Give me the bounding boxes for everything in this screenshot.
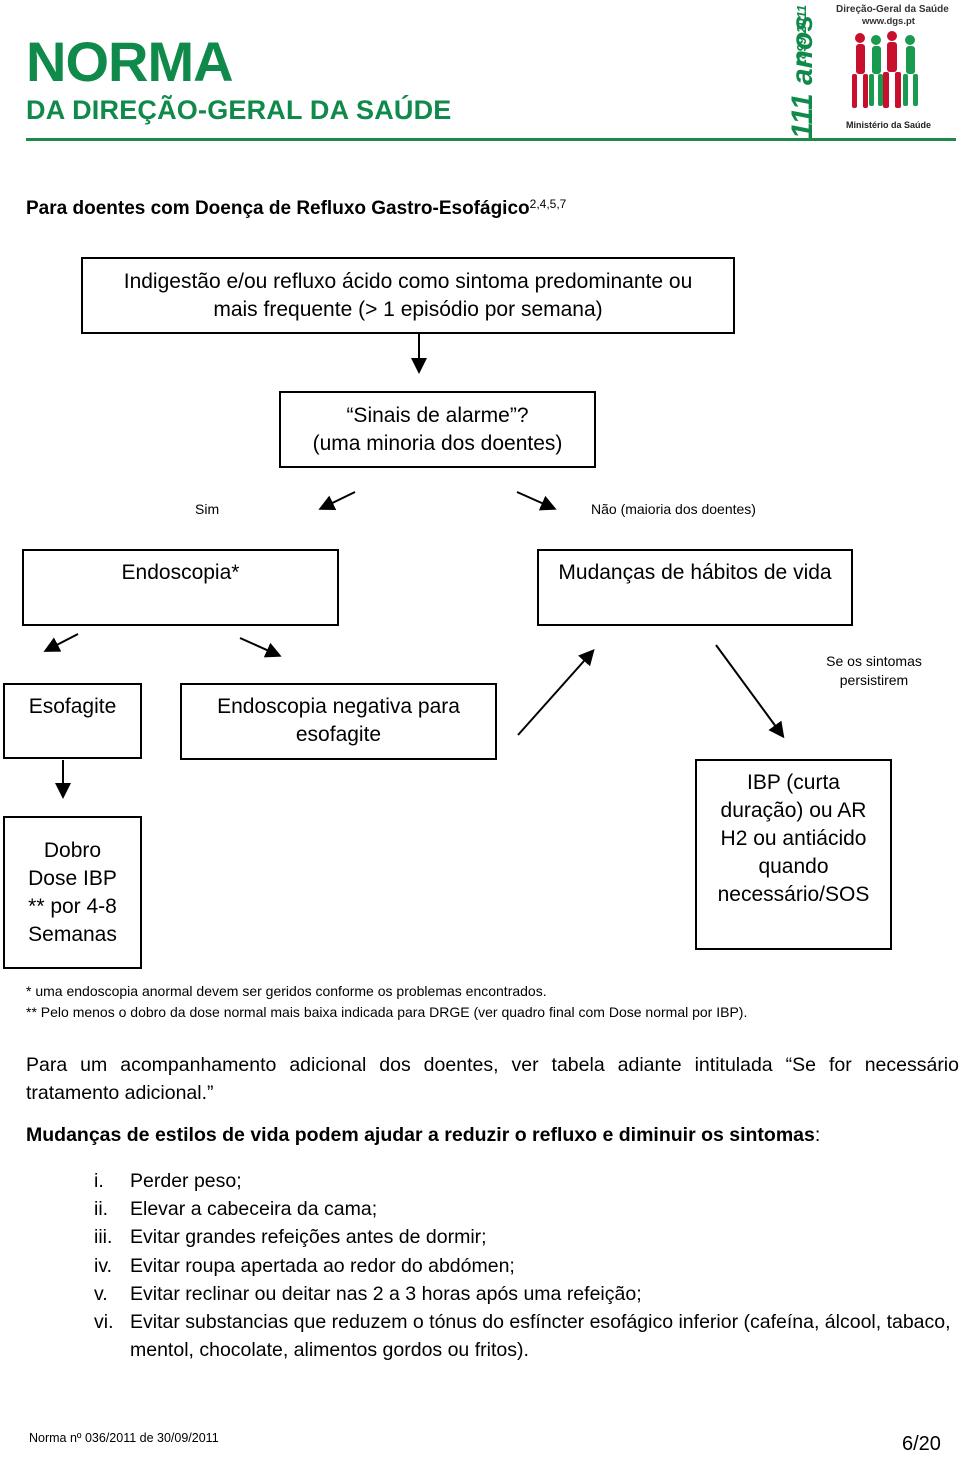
persist-label: Se os sintomas persistirem [814,652,934,690]
lifestyle-lead-text: Mudanças de estilos de vida podem ajudar… [26,1124,815,1146]
persist-line-2: persistirem [839,672,909,688]
norma-title: NORMA [26,30,234,93]
ibp-line-3: H2 ou antiácido [720,827,867,850]
start-box: Indigestão e/ou refluxo ácido como sinto… [81,257,735,334]
section-heading: Para doentes com Doença de Refluxo Gastr… [26,197,567,220]
ibp-line-5: necessário/SOS [717,883,870,906]
arrow-alarm-no [516,491,557,511]
arrow-endoscopy-esophagitis [43,633,79,652]
lifestyle-lead-colon: : [814,1124,821,1146]
label-no: Não (maioria dos doentes) [591,501,756,517]
double-dose-line-1: Dobro [43,838,102,862]
list-item-text: Evitar substancias que reduzem o tónus d… [130,1311,951,1361]
heading-references: 2,4,5,7 [529,197,567,211]
start-line-2: mais frequente (> 1 episódio por semana) [213,297,603,321]
list-item-number: i. [94,1170,104,1192]
ibp-line-2: duração) ou AR [720,799,867,822]
list-item-number: vi. [94,1311,114,1333]
norm-reference: Norma nº 036/2011 de 30/09/2011 [29,1431,219,1445]
ibp-line-1: IBP (curta [747,771,840,794]
footnote-2: ** Pelo menos o dobro da dose normal mai… [26,1004,748,1020]
list-item-text: Evitar grandes refeições antes de dormir… [130,1226,487,1248]
double-dose-line-3: ** por 4-8 [28,894,117,918]
arrow-negative-to-lifestyle [517,649,595,736]
lifestyle-lead: Mudanças de estilos de vida podem ajudar… [26,1124,820,1147]
list-item-number: v. [94,1283,108,1305]
page-number: 6/20 [902,1433,941,1455]
double-dose-line-2: Dose IBP [28,866,117,890]
arrow-alarm-yes [318,491,356,510]
arrow-endoscopy-negative [239,637,282,658]
section-heading-text: Para doentes com Doença de Refluxo Gastr… [26,198,530,219]
persist-line-1: Se os sintomas [826,653,922,669]
list-item-text: Elevar a cabeceira da cama; [130,1198,378,1220]
org-url: www.dgs.pt [862,16,915,27]
esophagitis-box: Esofagite [3,683,142,759]
arrow-lifestyle-to-ibp [715,644,785,739]
ministry-label: Ministério da Saúde [846,120,932,130]
ibp-box: IBP (curta duração) ou AR H2 ou antiácid… [695,759,892,950]
header-divider [26,138,956,141]
esophagitis-label: Esofagite [28,695,117,718]
list-item-number: iii. [94,1226,113,1248]
list-item-text: Evitar reclinar ou deitar nas 2 a 3 hora… [130,1283,642,1305]
ibp-line-4: quando [758,855,829,878]
list-item-number: iv. [94,1255,113,1277]
follow-up-paragraph: Para um acompanhamento adicional dos doe… [26,1054,959,1104]
negative-endoscopy-box: Endoscopia negativa para esofagite [180,683,497,760]
footnote-1: * uma endoscopia anormal devem ser gerid… [26,983,547,999]
norma-subtitle: DA DIREÇÃO-GERAL DA SAÚDE [26,95,452,125]
endoscopy-box: Endoscopia* [22,549,339,626]
alarm-box: “Sinais de alarme”? (uma minoria dos doen… [279,391,596,468]
lifestyle-label: Mudanças de hábitos de vida [558,561,832,584]
list-item-number: ii. [94,1198,109,1220]
negative-line-2: esofagite [295,723,382,746]
double-dose-box: Dobro Dose IBP ** por 4-8 Semanas [3,816,142,969]
list-item-text: Perder peso; [130,1170,242,1192]
list-item-text: Evitar roupa apertada ao redor do abdóme… [130,1255,515,1277]
ministry-emblem [852,31,918,108]
org-name: Direção-Geral da Saúde [836,4,949,15]
start-line-1: Indigestão e/ou refluxo ácido como sinto… [123,269,693,293]
negative-line-1: Endoscopia negativa para [217,695,460,718]
lifestyle-box: Mudanças de hábitos de vida [537,549,853,626]
double-dose-line-4: Semanas [28,922,117,946]
label-yes: Sim [195,501,220,517]
alarm-line-1: “Sinais de alarme”? [346,403,529,427]
endoscopy-label: Endoscopia* [121,561,240,584]
alarm-line-2: (uma minoria dos doentes) [312,431,563,455]
flowchart-arrows [43,334,785,799]
